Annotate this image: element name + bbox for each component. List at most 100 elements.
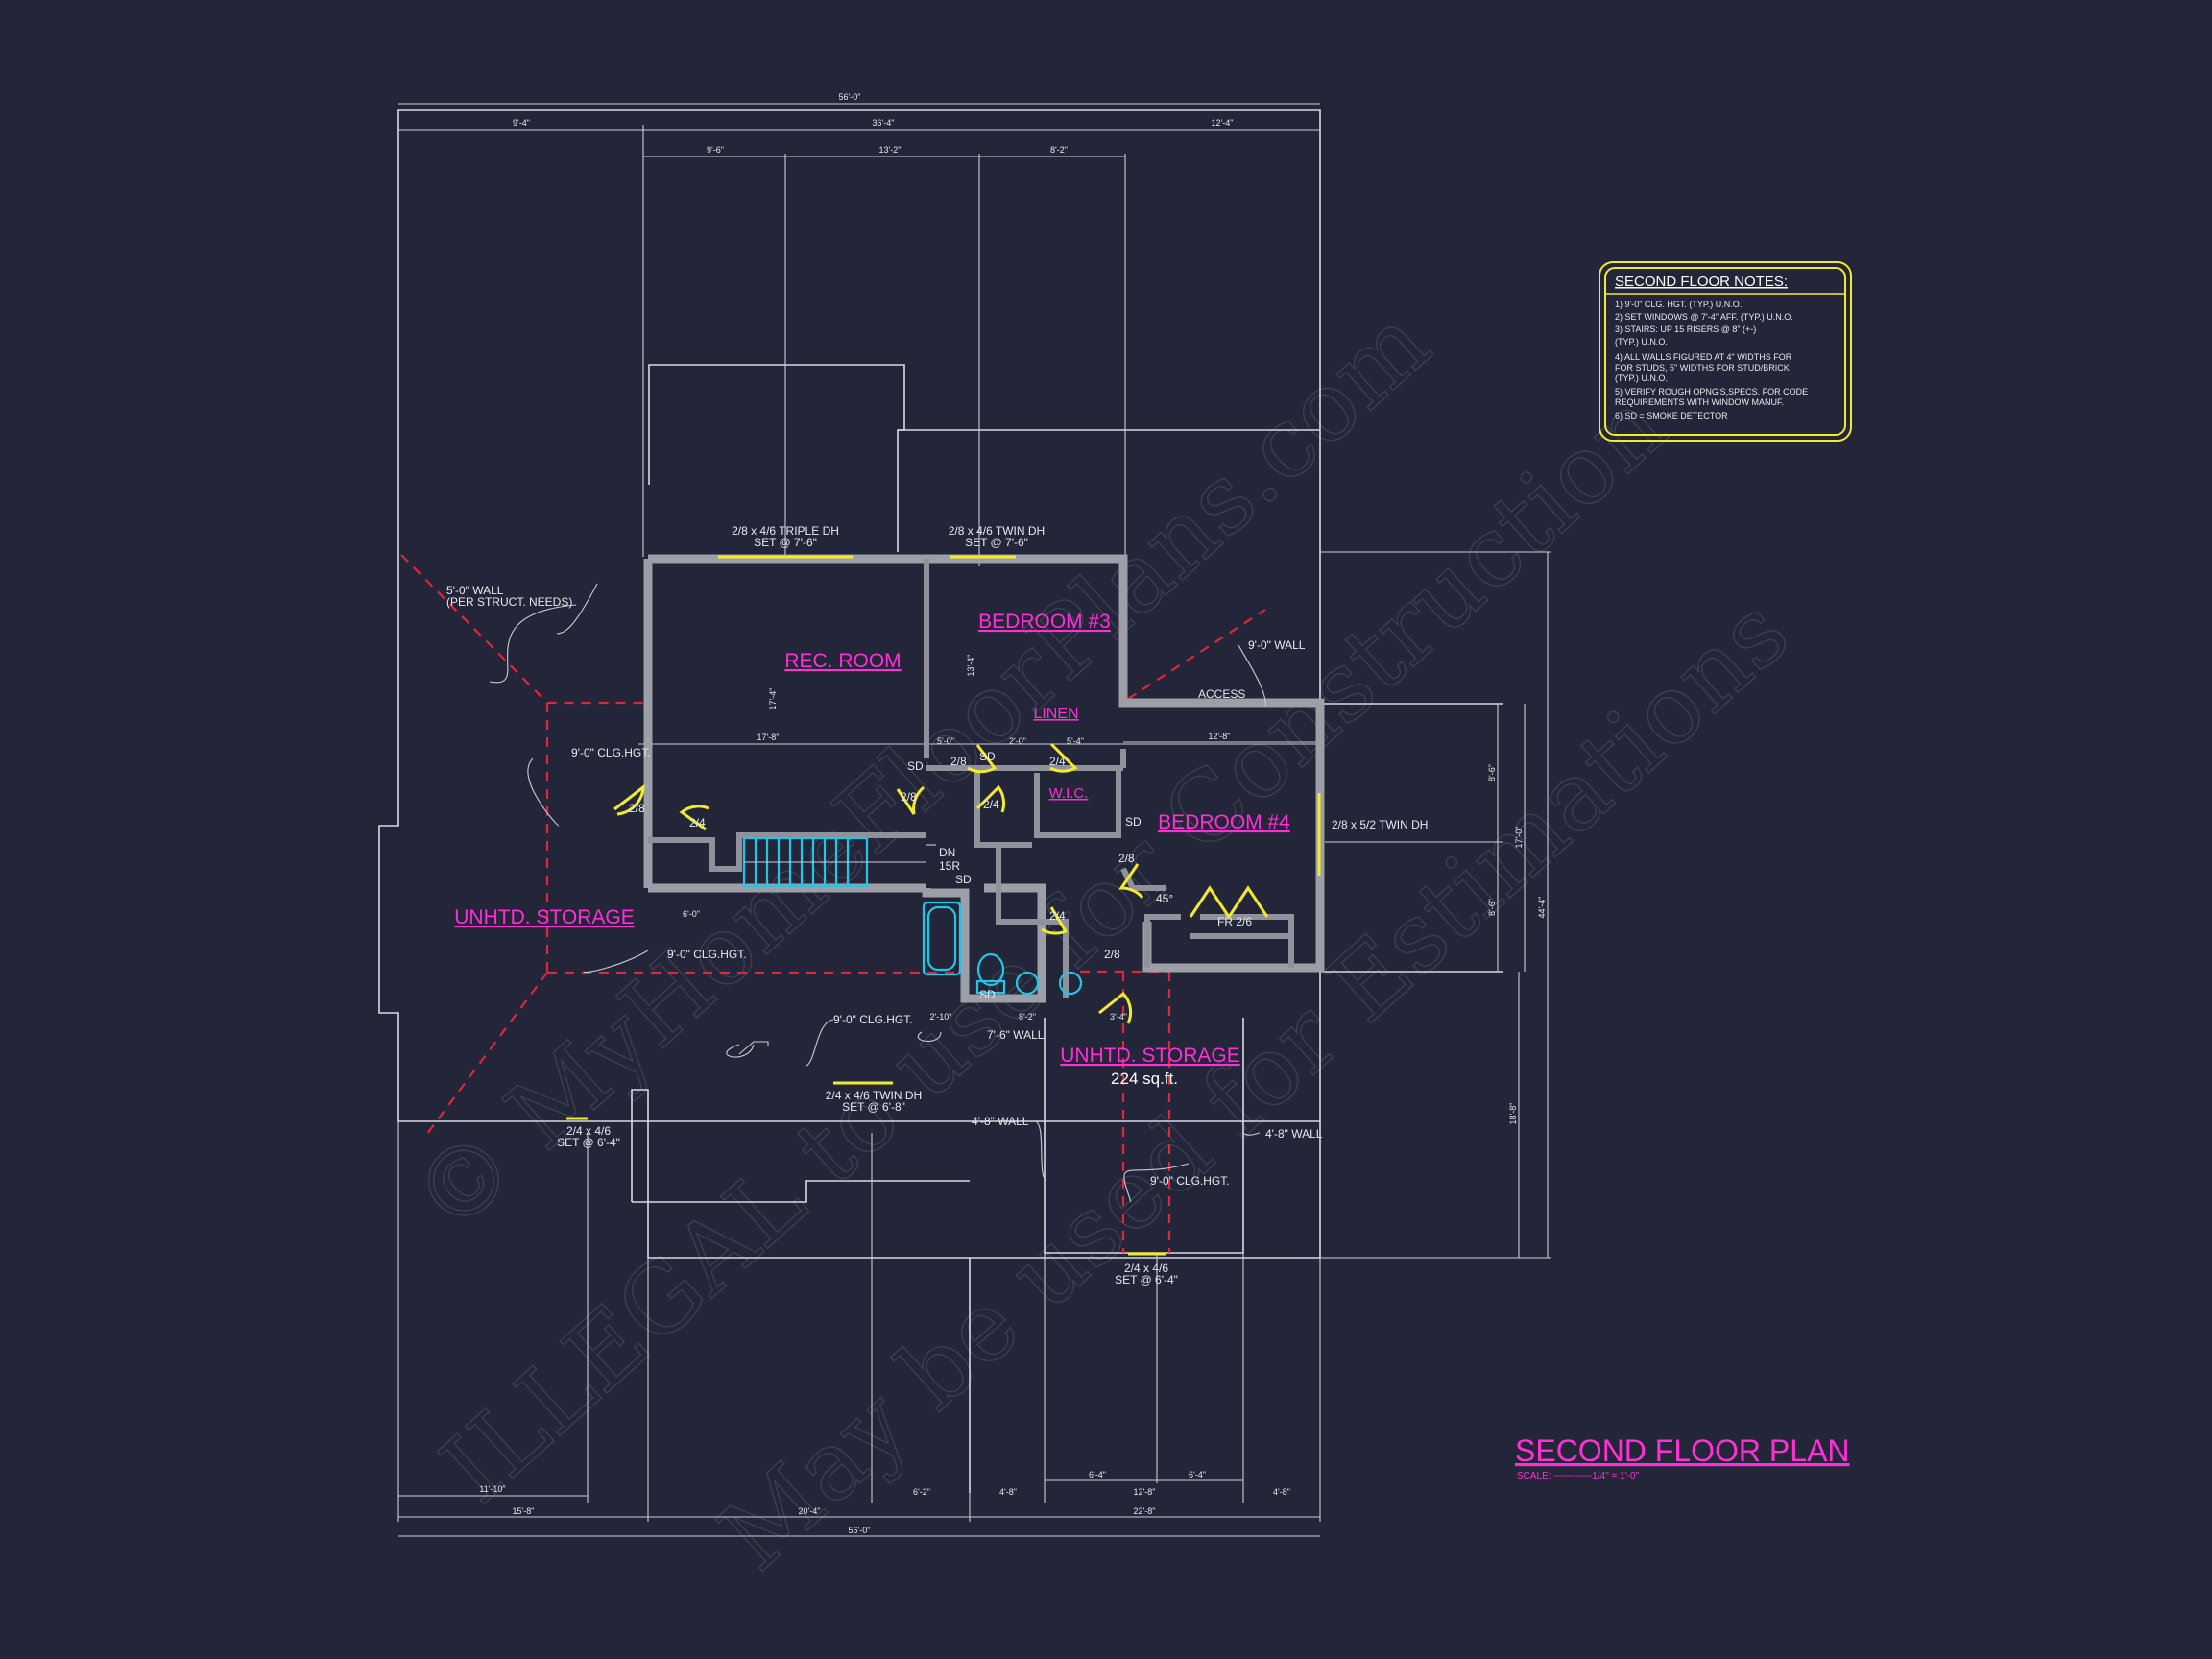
note-line-3: 3) STAIRS: UP 15 RISERS @ 8" (+-) [1615,325,1756,334]
dim-bot-j: 22'-8" [1134,1506,1156,1516]
dim-bot-b: 15'-8" [513,1506,535,1516]
watermark: © MyHomeFloorPlans.com ILLEGAL to use fo… [391,285,1811,1592]
door-label-9: 2/8 [1104,948,1120,961]
smoke-detector-2: SD [979,750,996,763]
clg-mid-label: 9'-0" CLG.HGT. [667,948,747,961]
roof-outline [378,109,1503,1493]
room-storage-left: UNHTD. STORAGE [454,906,634,928]
door-label-5: 2/4 [1049,755,1066,768]
bathtub [922,901,962,976]
dim-bot-i: 4'-8" [1273,1487,1290,1497]
note-line-2: 2) SET WINDOWS @ 7'-4" AFF. (TYP.) U.N.O… [1615,312,1793,322]
stair [742,836,936,888]
note-line-8: 5) VERIFY ROUGH OPNG'S,SPECS. FOR CODE [1615,387,1808,397]
dim-mid-c: 3'-4" [1110,1012,1127,1022]
door-label-6: 2/4 [983,798,999,811]
dim-stor-a: 6'-0" [683,909,700,919]
dim-top-overall: 56'-0" [839,92,861,102]
win-bed3-set: SET @ 7'-6" [965,536,1028,549]
extension-lines [397,125,1551,1522]
door-label-1: 2/8 [629,802,645,815]
win-rec-label: 2/8 x 4/6 TRIPLE DH [732,524,839,538]
wall-5-label: 5'-0" WALL [446,584,504,597]
sink-2 [1058,971,1083,996]
notes-heading: SECOND FLOOR NOTES: [1615,274,1788,290]
win-rec-set: SET @ 7'-6" [754,536,817,549]
wall-4-8-label-a: 4'-8" WALL [972,1115,1029,1128]
room-storage-right-area: 224 sq.ft. [1111,1070,1178,1088]
dim-bot-e: 4'-8" [999,1487,1017,1497]
win-left-label: 2/4 x 4/6 [566,1124,611,1138]
stair-dn-label: DN [939,846,955,859]
wall-7-6-label: 7'-6" WALL [987,1028,1045,1042]
walls [643,554,1325,1003]
win-bed3-label: 2/8 x 4/6 TWIN DH [949,524,1045,538]
dimension-lines [398,103,1549,1537]
dim-hall-b: 2'-0" [1009,736,1026,746]
clg-left-label: 9'-0" CLG.HGT. [571,746,651,759]
stair-15r-label: 15R [939,859,960,873]
dim-rec-w: 17'-8" [757,733,780,742]
dim-bot-d: 6'-2" [913,1487,930,1497]
sink-1 [1015,971,1040,996]
clg-bot-label: 9'-0" CLG.HGT. [833,1013,913,1026]
drawing-scale: SCALE: ------------1/4" = 1'-0" [1517,1471,1640,1481]
title-block: SECOND FLOOR PLAN SCALE: ------------1/4… [1515,1433,1850,1481]
win-bottom-set: SET @ 6'-4" [1115,1273,1178,1286]
dim-right-e: 18'-8" [1508,1103,1518,1125]
bath-fixtures [922,901,1083,996]
door-label-4: 2/8 [950,755,967,768]
note-line-4: (TYP.) U.N.O. [1615,337,1668,347]
wall-5-note: (PER STRUCT. NEEDS) [446,595,572,609]
dim-bed3-h: 13'-4" [966,655,975,677]
dim-bot-c: 20'-4" [799,1506,821,1516]
dimension-labels: 56'-0" 9'-4" 36'-4" 12'-4" 9'-6" 13'-2" … [479,92,1547,1535]
access-label: ACCESS [1198,687,1245,701]
dim-bot-f: 6'-4" [1089,1470,1106,1479]
dim-top-b: 36'-4" [873,118,895,128]
dim-bot-overall: 56'-0" [849,1526,871,1535]
annotations: 2/8 x 4/6 TRIPLE DH SET @ 7'-6" 2/8 x 4/… [446,524,1428,1286]
dim-hall-c: 5'-4" [1067,736,1084,746]
windows [566,555,1321,1256]
note-line-5: 4) ALL WALLS FIGURED AT 4" WIDTHS FOR [1615,352,1792,362]
dim-right-d: 44'-4" [1537,897,1547,919]
room-rec-room: REC. ROOM [784,650,901,672]
dim-hall-a: 5'-0" [937,736,954,746]
deg45-label: 45° [1156,892,1173,905]
dim-top-c: 12'-4" [1212,118,1234,128]
room-linen: LINEN [1033,706,1078,722]
dim-top-d: 9'-6" [707,145,724,155]
doors [613,742,1269,1024]
room-wic: W.I.C. [1049,785,1089,802]
drawing-title: SECOND FLOOR PLAN [1515,1433,1850,1468]
note-line-1: 1) 9'-0" CLG. HGT. (TYP.) U.N.O. [1615,300,1742,309]
notes-box: SECOND FLOOR NOTES: 1) 9'-0" CLG. HGT. (… [1599,261,1852,442]
clg-right-label: 9'-0" CLG.HGT. [1150,1174,1230,1188]
room-bedroom-4: BEDROOM #4 [1158,811,1290,833]
win-bottom-label: 2/4 x 4/6 [1124,1262,1168,1275]
smoke-detector-3: SD [1125,815,1142,829]
leader-lines [489,583,1266,1203]
room-storage-right: UNHTD. STORAGE [1060,1045,1239,1067]
win-bot-twin-set: SET @ 6'-8" [842,1100,905,1114]
dim-bot-a: 11'-10" [479,1484,505,1494]
smoke-detector-4: SD [955,873,972,886]
dim-top-f: 8'-2" [1050,145,1068,155]
room-labels: REC. ROOM BEDROOM #3 BEDROOM #4 LINEN W.… [454,611,1290,1088]
door-label-7: 2/4 [1049,909,1066,923]
door-label-3: 2/8 [901,790,917,804]
door-label-2: 2/4 [689,816,706,830]
smoke-detector-1: SD [907,759,924,773]
dim-top-e: 13'-2" [879,145,902,155]
smoke-detector-5: SD [979,988,996,1001]
dim-right-a: 8'-6" [1487,764,1497,781]
dim-right-b: 17'-0" [1514,827,1524,849]
note-line-6: FOR STUDS, 5" WIDTHS FOR STUD/BRICK [1615,363,1790,373]
toilet [976,952,1005,987]
room-bedroom-3: BEDROOM #3 [978,611,1111,633]
wall-9-label: 9'-0" WALL [1248,638,1306,652]
note-line-7: (TYP.) U.N.O. [1615,373,1668,383]
dim-mid-a: 2'-10" [930,1012,952,1022]
